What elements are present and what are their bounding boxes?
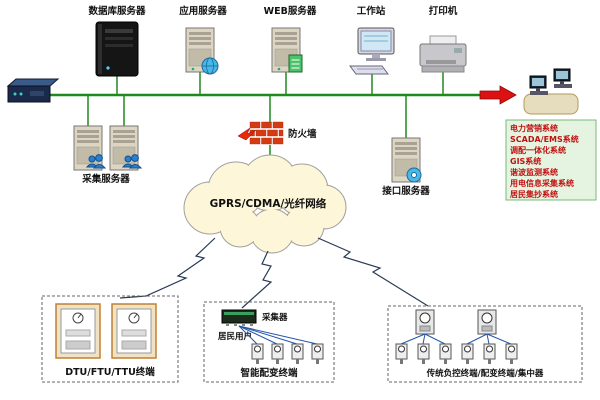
database-server-icon: [95, 21, 139, 77]
firewall-icon: [237, 121, 284, 145]
system-item: 用电信息采集系统: [509, 178, 574, 188]
meter-wires: [400, 333, 512, 345]
database-server-label: 数据库服务器: [87, 5, 146, 17]
lightning-link-right: [317, 237, 429, 307]
interface-server-label: 接口服务器: [382, 185, 430, 197]
systems-list-box: 电力营销系统 SCADA/EMS系统 调配一体化系统 GIS系统 谐波监测系统 …: [505, 119, 597, 201]
router-icon: [6, 78, 60, 103]
system-item: GIS系统: [510, 156, 541, 166]
collector-wires: [238, 325, 318, 345]
web-server-icon: [271, 27, 303, 73]
collection-servers-icon: [73, 125, 143, 171]
meter-cabinet-icon: [111, 303, 157, 359]
lightning-link-middle: [241, 250, 273, 309]
collector-label: 采集器: [261, 312, 288, 323]
dtu-group-box: DTU/FTU/TTU终端: [41, 295, 179, 383]
users-icon: [121, 154, 143, 169]
small-meters-row: [395, 343, 518, 364]
traditional-terminal-label: 传统负控终端/配变终端/集中器: [426, 368, 544, 379]
system-item: SCADA/EMS系统: [510, 134, 579, 144]
app-server-icon: [185, 27, 219, 75]
lightning-link-left: [119, 237, 216, 299]
printer-label: 打印机: [429, 5, 458, 17]
lightning-links: [119, 237, 429, 309]
meter-cabinet-icon: [55, 303, 101, 359]
system-item: 谐波监测系统: [510, 167, 558, 177]
smart-terminal-box: 采集器 居民用户 智能配变终端: [203, 301, 335, 383]
remote-computers-icon: [523, 68, 579, 115]
collector-device-icon: [221, 309, 257, 326]
app-server-label: 应用服务器: [179, 5, 227, 17]
system-item: 调配一体化系统: [510, 145, 566, 155]
smart-terminal-label: 智能配变终端: [240, 367, 298, 379]
small-meters-row: [251, 343, 324, 364]
collection-server-label: 采集服务器: [81, 173, 130, 185]
workstation-label: 工作站: [357, 5, 386, 17]
flame-icon: [237, 127, 257, 141]
green-page-icon: [288, 54, 303, 73]
globe-icon: [201, 57, 219, 75]
dtu-terminal-label: DTU/FTU/TTU终端: [65, 366, 155, 378]
users-icon: [85, 154, 107, 169]
interface-server-icon: [391, 137, 422, 183]
meter-icon: [477, 309, 497, 335]
traditional-terminal-box: 传统负控终端/配变终端/集中器: [387, 305, 583, 383]
web-server-label: WEB服务器: [264, 5, 317, 17]
firewall-label: 防火墙: [288, 128, 317, 140]
printer-icon: [419, 35, 467, 73]
network-cloud: GPRS/CDMA/光纤网络: [183, 154, 347, 254]
bus-drop-lines: [87, 72, 444, 158]
gear-badge-icon: [406, 167, 422, 183]
system-item: 电力营销系统: [510, 123, 558, 133]
workstation-icon: [349, 27, 395, 75]
cloud-label: GPRS/CDMA/光纤网络: [210, 197, 327, 210]
resident-user-label: 居民用户: [217, 331, 252, 342]
system-item: 居民集抄系统: [510, 189, 558, 199]
right-arrow-icon: [479, 85, 517, 105]
meter-icon: [415, 309, 435, 335]
